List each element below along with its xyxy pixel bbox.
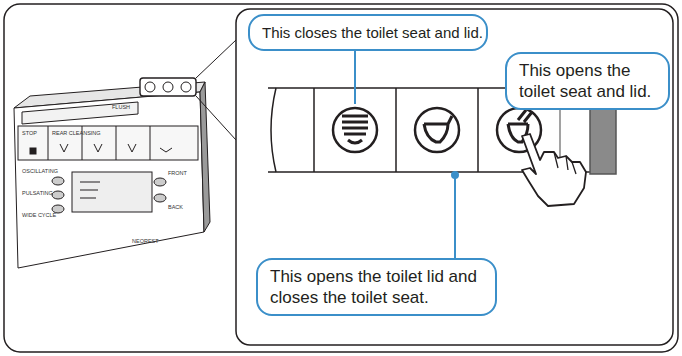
panel-label: REAR CLEANSING <box>52 130 101 136</box>
panel-label: BACK <box>168 204 183 210</box>
panel-label: FRONT <box>168 170 187 176</box>
panel-label: WIDE CYCLE <box>22 212 56 218</box>
pointing-hand <box>522 134 586 206</box>
remote-control <box>14 78 210 268</box>
panel-label: STOP <box>22 130 37 136</box>
panel-label: NEOREST <box>132 238 159 244</box>
panel-label: OSCILLATING <box>22 168 58 174</box>
close-button <box>333 108 377 152</box>
callout-box: This opens the toilet seat and lid. <box>505 52 670 110</box>
callout-text: This opens the toilet lid and closes the… <box>270 266 483 308</box>
zoom-panel <box>236 9 673 345</box>
callout-box: This opens the toilet lid and closes the… <box>256 258 497 316</box>
callout-text: This closes the toilet seat and lid. <box>262 22 474 43</box>
callout-text: This opens the toilet seat and lid. <box>519 60 656 102</box>
outer-frame <box>4 4 678 352</box>
panel-label: FLUSH <box>112 104 130 110</box>
lid-open-button <box>415 108 459 152</box>
leader-lines <box>355 48 517 258</box>
panel-label: PULSATING <box>22 190 53 196</box>
callout-box: This closes the toilet seat and lid. <box>248 14 488 51</box>
